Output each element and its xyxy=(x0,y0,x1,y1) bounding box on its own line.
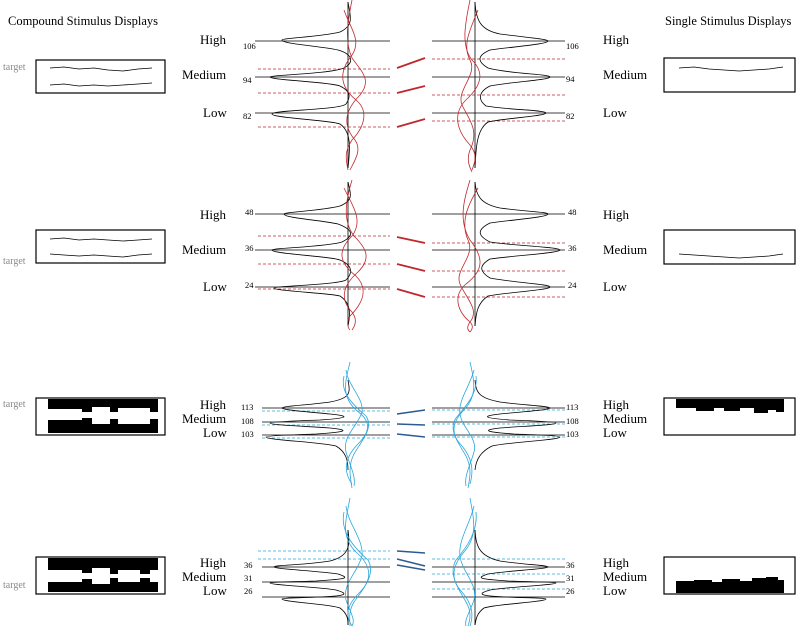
p4-left-value-high: 36 xyxy=(244,560,253,570)
p1-right-value-low: 82 xyxy=(566,111,575,121)
p2-single-line xyxy=(678,253,784,259)
p1-left-low-label: Low xyxy=(203,105,227,120)
p1-left-high-label: High xyxy=(200,32,226,47)
p1-single-line xyxy=(678,66,784,72)
panel-4-stimulus-boxes xyxy=(35,556,796,595)
panel-1-right-distribution xyxy=(432,0,565,173)
p4-left-value-medium: 31 xyxy=(244,573,253,583)
target-label-2: target xyxy=(3,256,26,267)
p3-compound-bars-top xyxy=(48,399,158,412)
p1-right-value-high: 106 xyxy=(566,41,579,51)
panel-3-stimulus-boxes xyxy=(35,397,796,436)
p2-left-high-label: High xyxy=(200,207,226,222)
p2-left-value-low: 24 xyxy=(245,280,254,290)
p4-left-low-label: Low xyxy=(203,583,227,598)
p1-compound-line-top xyxy=(49,66,153,72)
p3-right-value-low: 103 xyxy=(566,429,579,439)
p4-right-value-medium: 31 xyxy=(566,573,575,583)
p1-right-medium-label: Medium xyxy=(603,67,648,82)
target-label-1: target xyxy=(3,62,26,73)
p4-left-medium-label: Medium xyxy=(182,569,227,584)
p1-left-value-high: 106 xyxy=(243,41,256,51)
p2-right-high-label: High xyxy=(603,207,629,222)
p3-left-high-label: High xyxy=(200,397,226,412)
p2-right-value-medium: 36 xyxy=(568,243,577,253)
p1-right-low-label: Low xyxy=(603,105,627,120)
p4-right-value-low: 26 xyxy=(566,586,575,596)
panel-3-connectors xyxy=(396,409,426,438)
p4-right-medium-label: Medium xyxy=(603,569,648,584)
panel-2-right-distribution xyxy=(432,179,565,333)
p2-right-value-high: 48 xyxy=(568,207,577,217)
p1-left-value-low: 82 xyxy=(243,111,252,121)
p2-compound-display-box xyxy=(35,229,166,264)
p3-left-value-low: 103 xyxy=(241,429,254,439)
p4-left-value-low: 26 xyxy=(244,586,253,596)
p4-right-high-label: High xyxy=(603,555,629,570)
panel-1-connectors xyxy=(396,57,426,128)
p4-right-value-high: 36 xyxy=(566,560,575,570)
p2-compound-line-bottom xyxy=(49,253,153,258)
p3-right-medium-label: Medium xyxy=(603,411,648,426)
p3-left-value-medium: 108 xyxy=(241,416,254,426)
p3-left-value-high: 113 xyxy=(241,402,254,412)
panel-1-left-distribution xyxy=(255,0,390,171)
p4-single-bars xyxy=(676,577,784,593)
p2-right-medium-label: Medium xyxy=(603,242,648,257)
panel-2-left-distribution xyxy=(255,179,390,331)
p3-compound-bars-bottom xyxy=(48,418,158,433)
p4-compound-bars-top xyxy=(48,558,158,574)
p3-right-high-label: High xyxy=(603,397,629,412)
p3-single-bars xyxy=(676,399,784,413)
panel-3-right-distribution xyxy=(432,361,565,489)
p3-right-value-high: 113 xyxy=(566,402,579,412)
p3-right-value-medium: 108 xyxy=(566,416,579,426)
panel-1-stimulus-boxes xyxy=(35,57,796,94)
p3-left-medium-label: Medium xyxy=(182,411,227,426)
compound-displays-heading: Compound Stimulus Displays xyxy=(8,14,159,28)
p1-right-value-medium: 94 xyxy=(566,74,575,84)
p1-left-value-medium: 94 xyxy=(243,75,252,85)
p2-left-medium-label: Medium xyxy=(182,242,227,257)
panel-4-right-distribution xyxy=(432,497,565,627)
p3-right-low-label: Low xyxy=(603,425,627,440)
p2-single-display-box xyxy=(663,229,796,265)
p4-left-high-label: High xyxy=(200,555,226,570)
panel-4-connectors xyxy=(396,550,426,571)
panel-3-left-distribution xyxy=(262,361,390,489)
p4-compound-bars-bottom xyxy=(48,578,158,592)
panel-2-connectors xyxy=(396,236,426,298)
p2-right-low-label: Low xyxy=(603,279,627,294)
p1-right-high-label: High xyxy=(603,32,629,47)
p2-compound-line-top xyxy=(49,237,153,242)
p1-single-display-box xyxy=(663,57,796,93)
p2-left-value-medium: 36 xyxy=(245,243,254,253)
p1-compound-display-box xyxy=(35,59,166,94)
p2-left-low-label: Low xyxy=(203,279,227,294)
p1-left-medium-label: Medium xyxy=(182,67,227,82)
panel-2-stimulus-boxes xyxy=(35,229,796,265)
p2-right-value-low: 24 xyxy=(568,280,577,290)
p3-left-low-label: Low xyxy=(203,425,227,440)
target-label-3: target xyxy=(3,399,26,410)
p4-right-low-label: Low xyxy=(603,583,627,598)
p2-left-value-high: 48 xyxy=(245,207,254,217)
p1-compound-line-bottom xyxy=(49,82,153,87)
target-label-4: target xyxy=(3,580,26,591)
single-displays-heading: Single Stimulus Displays xyxy=(665,14,792,28)
panel-4-left-distribution xyxy=(258,497,390,627)
